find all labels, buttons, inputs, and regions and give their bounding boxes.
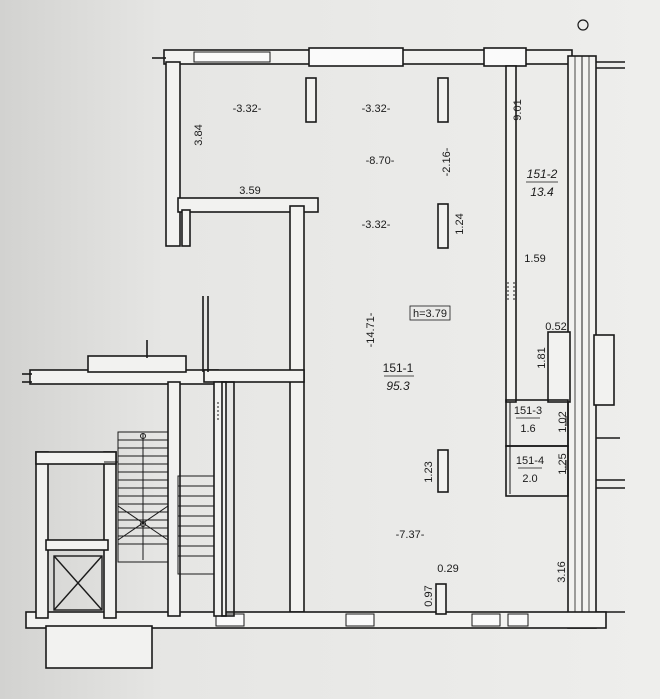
dimension-labels: -3.32- -3.32- 3.84 -8.70- -2.16- 3.59 -3… <box>193 99 569 606</box>
room-area-151-3: 1.6 <box>520 423 535 435</box>
dimension-label: -14.71- <box>365 312 377 347</box>
stair-core-left <box>35 451 49 619</box>
top-window-1 <box>193 51 271 63</box>
top-window-3 <box>483 47 527 67</box>
column-3 <box>437 203 449 249</box>
room-area-151-4: 2.0 <box>522 473 537 485</box>
hall-lower-divider <box>203 369 305 383</box>
room-area-151-2: 13.4 <box>530 185 554 199</box>
dimension-label: 3.59 <box>239 185 260 197</box>
dimension-label: -7.37- <box>396 529 425 541</box>
dimension-label: 3.16 <box>556 561 568 582</box>
elevator-shaft <box>53 555 103 611</box>
dimension-label: 1.59 <box>524 253 545 265</box>
north-marker <box>577 19 589 31</box>
dimension-label: 9.01 <box>512 99 524 120</box>
room-number-151-4: 151-4 <box>516 455 544 467</box>
bottom-post <box>435 583 447 615</box>
dimension-label: -8.70- <box>366 155 395 167</box>
walls <box>22 47 625 669</box>
dimension-label: 1.02 <box>557 411 569 432</box>
dimension-label: -3.32- <box>362 219 391 231</box>
column-4 <box>437 449 449 493</box>
columns <box>305 77 449 615</box>
stair-core-mid <box>103 451 117 619</box>
partition-151-2-lower <box>547 331 571 403</box>
bottom-protrusion <box>45 625 153 669</box>
dimension-label: 1.24 <box>454 213 466 234</box>
ledge-wall <box>177 197 319 213</box>
room-area-151-1: 95.3 <box>386 379 410 393</box>
openings <box>217 282 567 470</box>
dimension-label: -3.32- <box>233 103 262 115</box>
room-number-151-2: 151-2 <box>527 167 558 181</box>
ledge-wall-inner <box>181 209 191 247</box>
dimension-label: 1.23 <box>423 461 435 482</box>
dimension-label: -3.32- <box>362 103 391 115</box>
stair-core-shaft-wall <box>45 539 109 551</box>
stair-core-right-3 <box>221 381 235 617</box>
bottom-window-1 <box>215 613 245 627</box>
top-window-2 <box>308 47 404 67</box>
room-151-4-walls <box>505 445 569 497</box>
room-number-151-3: 151-3 <box>514 405 542 417</box>
dimension-label: 1.81 <box>536 347 548 368</box>
stair-top-bump <box>87 355 187 373</box>
bottom-window-2 <box>345 613 375 627</box>
right-pilaster <box>593 334 615 406</box>
dimension-label: 0.29 <box>437 563 458 575</box>
stair-core-right-2 <box>213 381 227 617</box>
staircase <box>46 431 215 575</box>
room-number-151-1: 151-1 <box>383 361 414 375</box>
bottom-window-3 <box>471 613 501 627</box>
dimension-label: 0.97 <box>423 585 435 606</box>
dimension-label: 3.84 <box>193 124 205 145</box>
inner-wall-vertical <box>289 205 305 613</box>
column-2 <box>437 77 449 123</box>
dimension-label: 1.25 <box>557 453 569 474</box>
room-labels: 151-1 95.3 151-2 13.4 151-3 1.6 151-4 2.… <box>383 167 558 485</box>
ceiling-height-box <box>409 305 451 321</box>
ceiling-height: h=3.79 <box>413 308 447 320</box>
column-1 <box>305 77 317 123</box>
dimension-label: -2.16- <box>441 147 453 176</box>
dimension-label: 0.52 <box>545 321 566 333</box>
bottom-window-4 <box>507 613 529 627</box>
left-wall-upper <box>165 61 181 247</box>
partition-151-2 <box>505 65 517 403</box>
